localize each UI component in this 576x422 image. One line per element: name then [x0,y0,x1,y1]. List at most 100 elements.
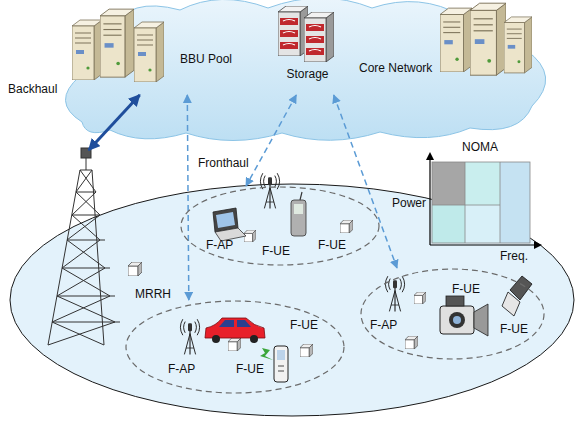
cache-cube [340,220,353,233]
storage-icon [304,12,334,62]
cluster-ellipse: F-AP F-UE F-UE [180,186,380,266]
car [212,335,220,343]
node-label: F-UE [290,318,318,332]
noma-chart [430,244,538,245]
fronthaul-link [187,95,189,300]
noma-chart [432,205,500,206]
server-rack [100,9,134,77]
noma-chart [426,152,434,160]
annotation-label: Power [392,196,426,210]
video-camera [474,304,488,336]
tower-node: MRRH [40,150,115,345]
node-label: F-AP [206,238,233,252]
node-label: F-UE [500,322,528,336]
server-rack [440,3,532,75]
mobile-phone [300,192,302,200]
mobile-phone [278,366,284,367]
core-network-node: Core Network [355,5,530,105]
server-rack [470,3,506,75]
video-camera [446,296,464,306]
laptop [216,212,235,228]
tower [81,148,91,158]
node-label: F-UE [236,362,264,376]
backhaul-link [89,95,140,150]
node-label: F-UE [262,244,290,258]
node-label: MRRH [135,287,171,301]
cache-cube [405,336,418,349]
cloud [65,0,545,141]
lightning [260,348,273,360]
noma-chart [465,162,500,205]
annotation-label: Fronthaul [198,156,249,170]
cache-cube [128,262,142,276]
noma-chart [432,205,465,243]
mobile-phone [291,200,306,236]
node-label: BBU Pool [180,52,232,66]
server-rack [72,20,102,80]
cluster-outline [360,268,545,360]
car [219,320,234,327]
server-rack [134,22,164,82]
cluster-ellipse: F-UE F-AP F-UE [125,300,345,394]
access-point [260,173,279,208]
laptop [213,208,246,241]
noma-chart [432,162,465,205]
node-label: F-UE [452,282,480,296]
cluster-outline [126,301,344,393]
storage-icon [278,6,308,56]
cloud [65,0,545,141]
lightning [260,348,273,360]
flip-phone [502,292,520,316]
cluster-outline [125,300,345,394]
car [250,335,258,343]
video-camera [453,316,461,324]
mobile-phone [277,350,285,360]
tower [72,215,100,216]
tower [62,268,110,269]
node-label: F-AP [168,362,195,376]
access-point [180,173,404,354]
node-label: Core Network [359,61,432,75]
node-label: F-AP [370,318,397,332]
node-label: F-UE [318,238,346,252]
access-point [180,319,199,354]
video-camera [449,312,465,328]
flip-phone [502,276,532,316]
storage-icon [278,6,334,62]
car [205,318,265,338]
car [237,320,251,327]
cluster-outline [181,187,379,265]
mobile-phone [294,204,303,214]
annotation-label: Freq. [500,249,528,263]
noma-chart [426,152,542,249]
cache-cube [414,292,426,304]
mobile-phone [278,371,284,372]
annotation-label: Backhaul [8,82,57,96]
server-node: BBU Pool [70,5,240,95]
video-camera [440,296,488,336]
mobile-phone [291,192,306,236]
tower [52,322,120,323]
server-rack [504,17,532,73]
cache-cube [300,344,313,357]
car [205,318,265,343]
noma-chart [534,241,542,249]
cache-cube [128,220,426,357]
tower [48,170,115,345]
cluster-ellipse: F-UE F-AP F-UE [360,268,545,360]
noma-chart [465,205,500,243]
noma-chart [500,162,501,243]
server-rack [72,9,164,82]
fronthaul-link [246,95,296,186]
tower [48,148,120,345]
storage-node: Storage [270,5,345,95]
noma-chart [465,162,466,243]
tower [76,192,96,193]
mobile-phone [274,346,288,382]
cache-cube [228,338,241,351]
noma-chart [429,156,430,245]
noma-chart [500,162,530,243]
